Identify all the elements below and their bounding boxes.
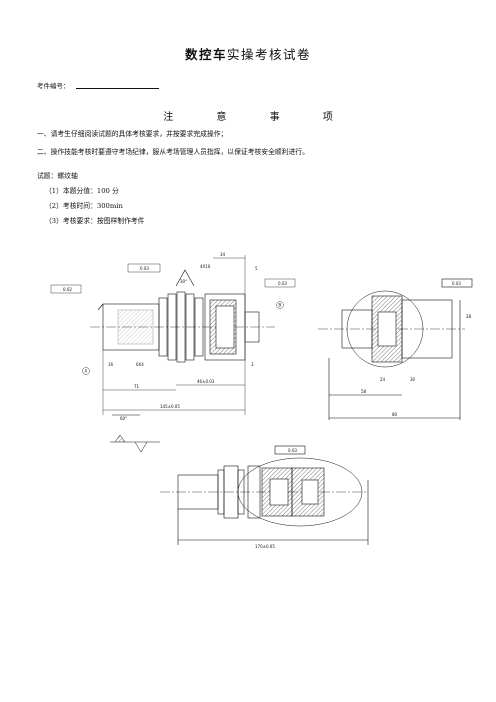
title-rest: 实操考核试卷 [227, 47, 312, 62]
tol-4: 0.03 [452, 281, 461, 286]
dim-34: 34 [220, 252, 226, 257]
dim-5: 5 [255, 266, 258, 271]
tol-1: 0.03 [140, 266, 149, 271]
tol-3: 0.03 [278, 281, 287, 286]
notice-heading: 注 意 事 项 [163, 112, 353, 123]
tol-5: 0.03 [288, 448, 297, 453]
dim-46: 46±0.03 [197, 379, 215, 384]
dim-145: 145±0.05 [160, 404, 180, 409]
thread-detail [110, 414, 160, 453]
dim-24: 24 [380, 377, 386, 382]
dim-6x4: 6X4 [136, 362, 144, 367]
title-bold: 数控车 [184, 47, 227, 62]
datum-a: A [85, 369, 88, 374]
dim-170: 170±0.05 [255, 544, 275, 549]
rule-1: 一、请考生仔细阅读试题的具体考核要求，并按要求完成操作； [37, 130, 228, 138]
requirement-2: （2）考核时间：300min [45, 202, 123, 210]
dim-71: 71 [134, 384, 140, 389]
dim-30-right: 30 [410, 377, 416, 382]
dim-30deg: 30° [180, 279, 187, 284]
main-shaft-dimensions [50, 255, 296, 415]
tol-2: 0.02 [63, 287, 72, 292]
dim-16: 16 [108, 362, 114, 367]
dim-4x16: 4X16 [200, 264, 211, 269]
datum-b: B [279, 303, 282, 308]
exam-number-label: 考件编号： [37, 82, 70, 90]
main-shaft-drawing [90, 269, 275, 363]
sleeve-drawing [318, 278, 473, 420]
topic: 试题：螺纹轴 [37, 172, 78, 180]
dim-58: 58 [361, 389, 367, 394]
requirement-3: （3）考核要求：按图样制作考件 [45, 217, 145, 225]
exam-number-field[interactable] [76, 88, 159, 89]
assembly-drawing [160, 445, 369, 545]
rule-2: 二、操作技能考核时要遵守考场纪律，服从考场管理人员指挥，以保证考核安全顺利进行。 [37, 148, 309, 156]
requirement-1: （1）本题分值：100 分 [45, 187, 119, 195]
dim-80: 80 [392, 412, 398, 417]
dim-3: 3 [251, 362, 254, 367]
dim-28: 28 [466, 314, 472, 319]
dim-60deg: 60° [120, 416, 127, 421]
page-title: 数控车实操考核试卷 [0, 44, 496, 63]
